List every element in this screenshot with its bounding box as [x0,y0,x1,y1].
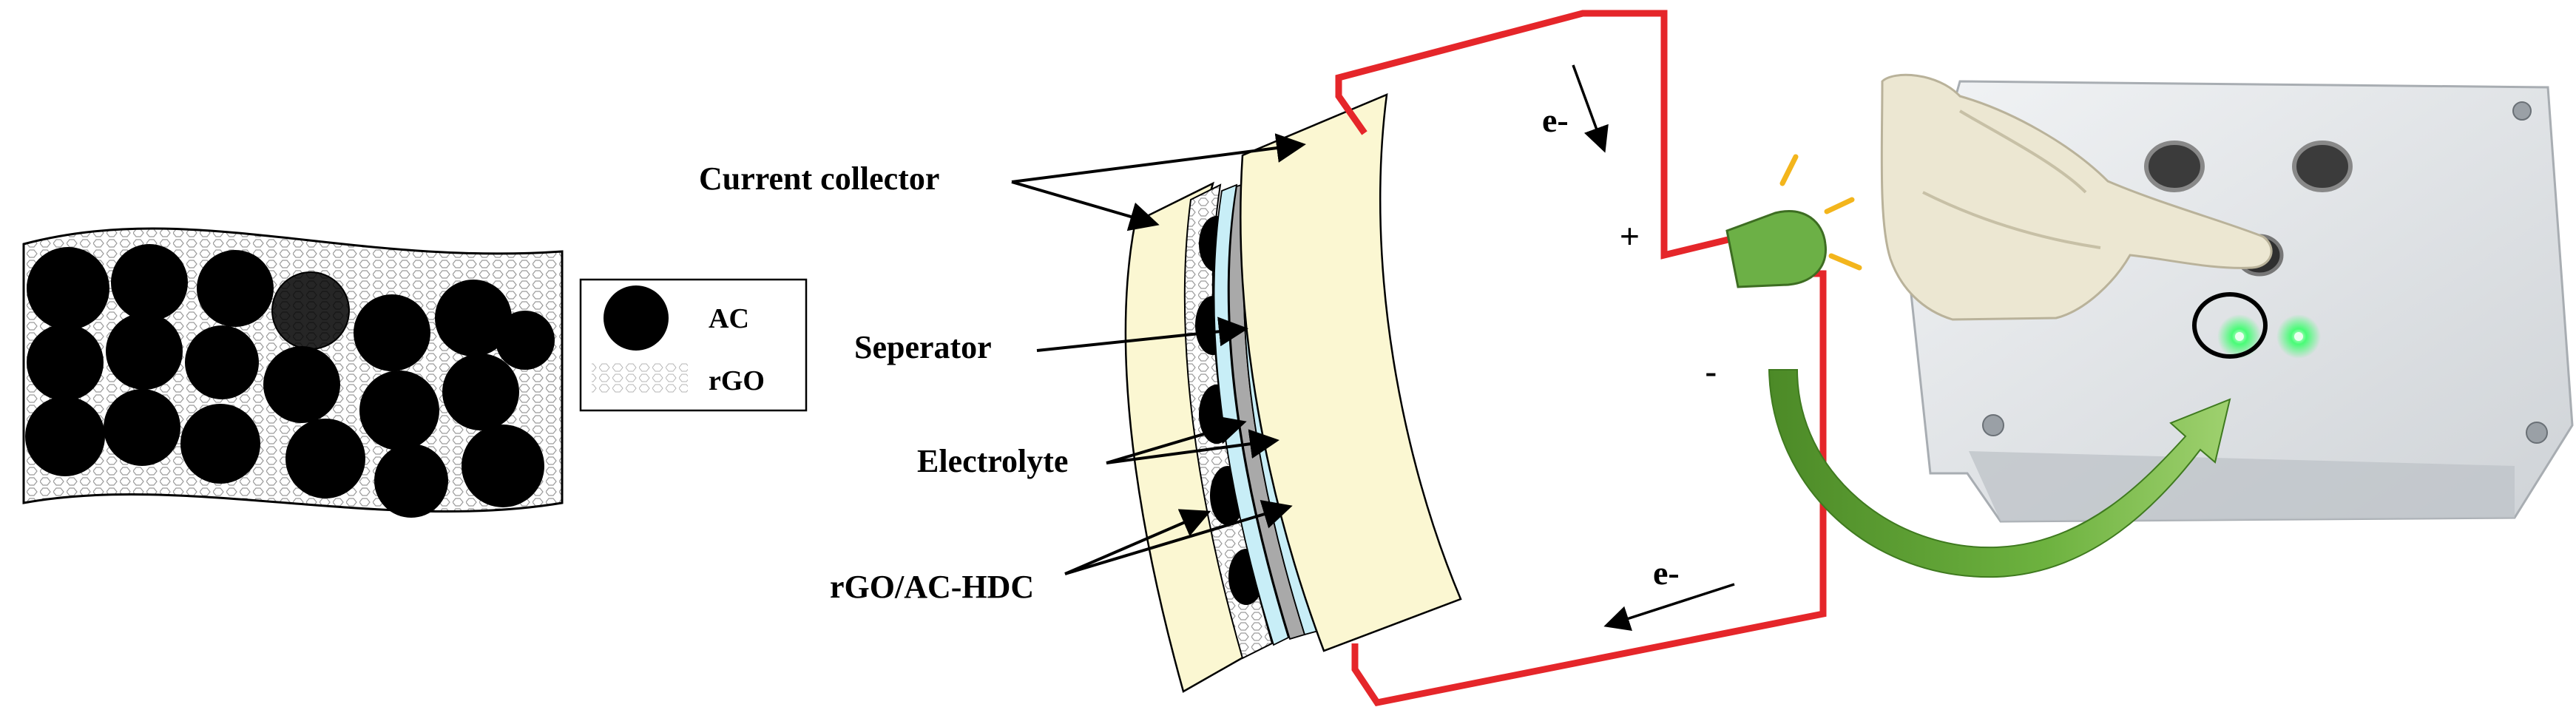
screw-icon [2526,422,2548,444]
screw-icon [1982,414,2004,436]
led-body [1725,210,1827,288]
separator-arrow [1036,317,1248,352]
electrode-structure [22,227,564,518]
ac-legend-label: AC [709,303,749,334]
electron-label-top: e- [1542,101,1569,139]
ac-particles [25,244,555,518]
wire-top [1335,10,1736,260]
electron-label-bottom: e- [1653,554,1680,592]
electrode-arrow-2 [1064,500,1293,575]
current-collector-arrow-1 [1011,133,1306,183]
current-collector-label: Current collector [699,160,939,197]
electrolyte-label: Electrolyte [917,443,1068,479]
electrode-arrow-1 [1064,509,1211,575]
circuit-labels: e- + - e- [1542,64,1735,632]
electron-arrow-top [1572,64,1609,153]
green-arrow-shaft [1768,369,2231,578]
electrode-label: rGO/AC-HDC [830,569,1034,605]
rgo-legend-label: rGO [709,365,765,396]
separator-label: Seperator [854,329,992,365]
gloved-hand [1880,73,2273,321]
device-photo [1880,73,2574,523]
plus-sign: + [1620,217,1640,255]
current-collector-arrow-2 [1011,180,1160,231]
screw-icon [2512,101,2532,121]
electron-arrow-bottom [1603,583,1735,632]
electrolyte-arrow-1 [1106,415,1247,464]
led-light-rays [1779,154,1862,271]
device-led-indicators [2217,314,2321,359]
hand-fold [1958,109,2087,194]
rgo-legend-symbol [592,362,688,393]
legend: AC rGO [579,278,808,412]
supercapacitor-cell [1124,93,1462,693]
wire-bottom [1351,270,1827,707]
led-icon [1725,154,1862,288]
electrolyte-arrow-2 [1106,429,1279,464]
hand-fold [1922,191,2101,249]
green-curved-arrow [1768,369,2231,578]
device-box-front [1969,451,2515,521]
ac-legend-symbol [604,285,669,351]
cell-labels: Current collector Seperator Electrolyte … [699,133,1306,605]
minus-sign: - [1705,351,1717,393]
led-highlight-circle [2192,292,2268,359]
electrolyte-layer-back [1213,183,1290,646]
